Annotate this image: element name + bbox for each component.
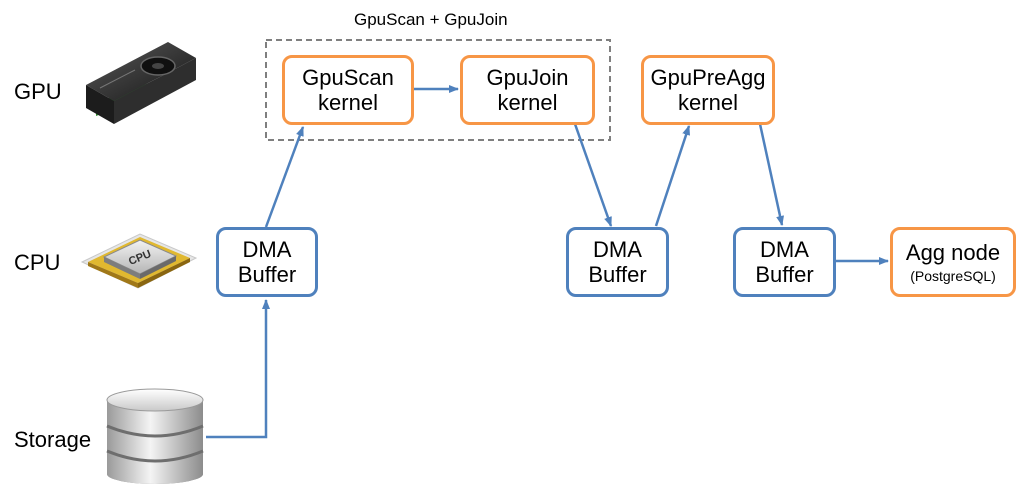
arrow-gpujoin-to-dma2 <box>573 123 613 227</box>
gpuscan-kernel-line2: kernel <box>318 90 378 115</box>
arrow-dma1-to-gpuscan <box>264 126 305 228</box>
row-label-gpu: GPU <box>14 79 62 104</box>
arrow-dma2-to-gpupreagg <box>654 125 691 227</box>
group-title: GpuScan + GpuJoin <box>354 10 508 29</box>
gpupreagg-kernel-node: GpuPreAgg kernel <box>641 55 775 125</box>
dma-buffer-1-line2: Buffer <box>237 262 297 287</box>
cpu-chip-icon: CPU <box>80 233 198 289</box>
gpujoin-kernel-line2: kernel <box>497 90 558 115</box>
gpupreagg-kernel-line1: GpuPreAgg <box>650 64 766 90</box>
row-label-cpu: CPU <box>14 250 61 275</box>
agg-node-subtitle: (PostgreSQL) <box>910 268 996 285</box>
gpujoin-kernel-line1: GpuJoin <box>486 64 569 90</box>
gpuscan-kernel-node: GpuScan kernel <box>282 55 414 125</box>
arrow-gpupreagg-to-dma3 <box>758 123 784 226</box>
agg-node-title: Agg node <box>905 239 1001 265</box>
dma-buffer-cpu-node: DMA Buffer <box>216 227 318 297</box>
dma-buffer-join-node: DMA Buffer <box>566 227 669 297</box>
dma-buffer-preagg-node: DMA Buffer <box>733 227 836 297</box>
dma-buffer-2-line1: DMA <box>593 236 642 262</box>
dma-buffer-3-line1: DMA <box>760 236 809 262</box>
database-icon <box>106 388 204 484</box>
dma-buffer-3-line2: Buffer <box>755 262 814 287</box>
dma-buffer-2-line2: Buffer <box>588 262 647 287</box>
row-label-storage: Storage <box>14 427 92 452</box>
group-boundary <box>265 39 611 141</box>
agg-node: Agg node (PostgreSQL) <box>890 227 1016 297</box>
gpuscan-kernel-line1: GpuScan <box>302 64 394 90</box>
gpupreagg-kernel-line2: kernel <box>678 90 738 115</box>
gpujoin-kernel-node: GpuJoin kernel <box>460 55 595 125</box>
gpu-card-icon <box>86 42 196 124</box>
dma-buffer-1-line1: DMA <box>242 236 292 262</box>
arrow-storage-to-dma1 <box>206 299 270 439</box>
